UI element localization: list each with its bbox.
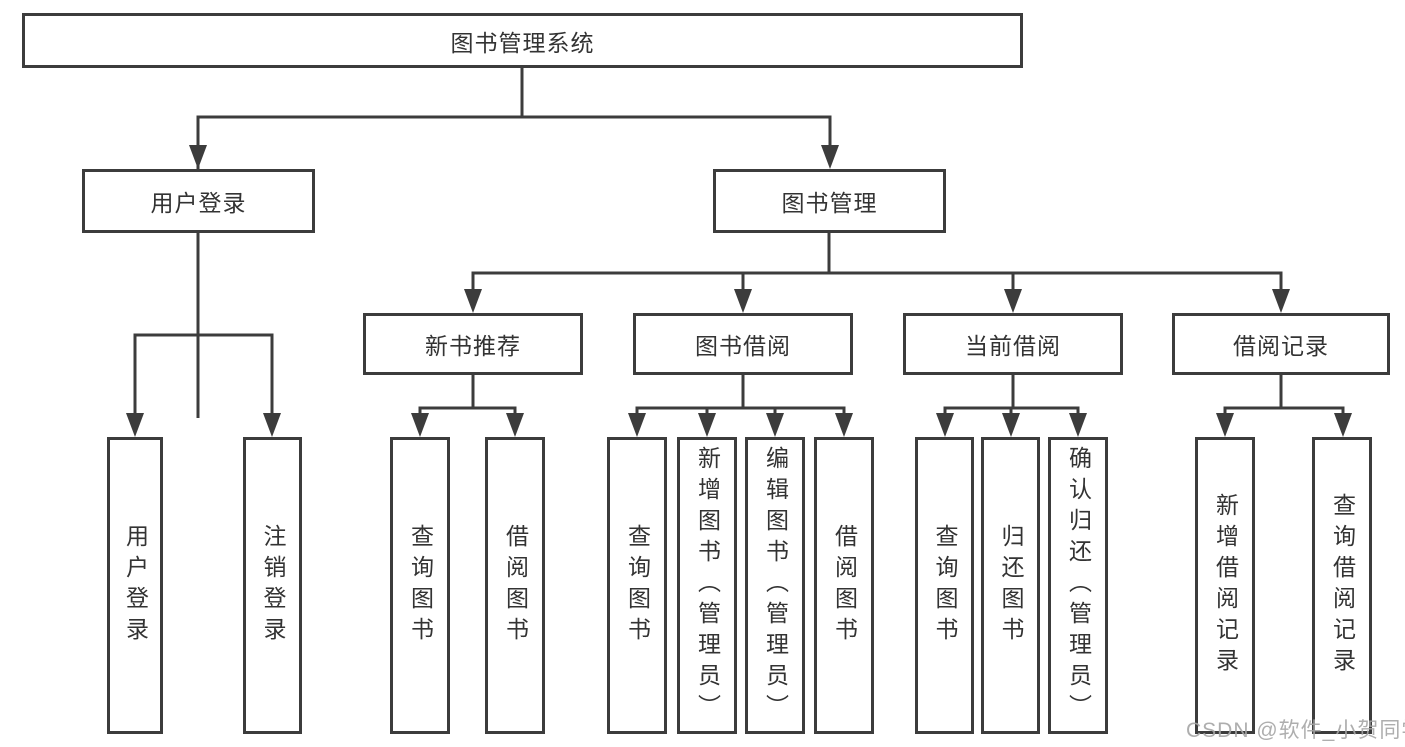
node-label: 查询图书 bbox=[624, 523, 651, 648]
leaf-cb-query-books: 查询图书 bbox=[915, 437, 974, 734]
arrowhead-down-icon bbox=[411, 413, 429, 437]
connector-bookborrow-to-leaves bbox=[628, 375, 853, 437]
arrowhead-down-icon bbox=[835, 413, 853, 437]
csdn-watermark: CSDN @软件_小贺同学 bbox=[1186, 719, 1405, 742]
node-label: 查询图书 bbox=[407, 523, 434, 648]
arrowhead-down-icon bbox=[628, 413, 646, 437]
connector-newbooks-to-leaves bbox=[411, 375, 524, 437]
connector-mgmt-to-level3 bbox=[464, 233, 1290, 313]
node-label: 新书推荐 bbox=[425, 333, 521, 359]
leaf-br-add-borrow-record: 新增借阅记录 bbox=[1195, 437, 1255, 734]
node-label: 借阅记录 bbox=[1233, 333, 1329, 359]
node-label: 查询图书 bbox=[932, 523, 958, 648]
node-label: 注销登录 bbox=[260, 523, 286, 648]
node-book-borrowing: 图书借阅 bbox=[633, 313, 853, 375]
leaf-nb-borrow-books: 借阅图书 bbox=[485, 437, 545, 734]
node-label: 新增图书（管理员） bbox=[694, 446, 721, 725]
node-label: 确认归还（管理员） bbox=[1065, 446, 1092, 725]
leaf-bb-add-books-admin: 新增图书（管理员） bbox=[677, 437, 737, 734]
node-label: 图书管理系统 bbox=[450, 29, 595, 56]
node-borrowing-records: 借阅记录 bbox=[1172, 313, 1390, 375]
node-label: 借阅图书 bbox=[502, 523, 529, 648]
arrowhead-down-icon bbox=[1069, 413, 1087, 437]
node-library-management-system: 图书管理系统 bbox=[22, 13, 1023, 68]
node-new-book-recommendation: 新书推荐 bbox=[363, 313, 583, 375]
node-label: 用户登录 bbox=[122, 523, 149, 648]
arrowhead-down-icon bbox=[464, 289, 482, 313]
leaf-bb-query-books: 查询图书 bbox=[607, 437, 667, 734]
arrowhead-down-icon bbox=[821, 145, 839, 169]
arrowhead-down-icon bbox=[1216, 413, 1234, 437]
node-label: 图书借阅 bbox=[695, 333, 791, 359]
arrowhead-down-icon bbox=[1004, 289, 1022, 313]
arrowhead-down-icon bbox=[766, 413, 784, 437]
arrowhead-down-icon bbox=[263, 413, 281, 437]
arrowhead-down-icon bbox=[506, 413, 524, 437]
leaf-cb-confirm-return-admin: 确认归还（管理员） bbox=[1048, 437, 1108, 734]
leaf-user-login: 用户登录 bbox=[107, 437, 163, 734]
leaf-logout: 注销登录 bbox=[243, 437, 302, 734]
arrowhead-down-icon bbox=[936, 413, 954, 437]
node-label: 编辑图书（管理员） bbox=[762, 446, 789, 725]
connector-records-to-leaves bbox=[1216, 375, 1352, 437]
connector-login-to-leaves bbox=[126, 233, 281, 437]
node-label: 新增借阅记录 bbox=[1212, 492, 1239, 679]
node-label: 用户登录 bbox=[150, 190, 247, 216]
arrowhead-down-icon bbox=[1272, 289, 1290, 313]
leaf-nb-query-books: 查询图书 bbox=[390, 437, 450, 734]
arrowhead-down-icon bbox=[189, 145, 207, 169]
node-label: 图书管理 bbox=[781, 190, 878, 216]
leaf-bb-edit-books-admin: 编辑图书（管理员） bbox=[745, 437, 805, 734]
arrowhead-down-icon bbox=[126, 413, 144, 437]
leaf-bb-borrow-books: 借阅图书 bbox=[814, 437, 874, 734]
leaf-br-query-borrow-record: 查询借阅记录 bbox=[1312, 437, 1372, 734]
node-label: 归还图书 bbox=[998, 523, 1024, 648]
node-current-borrowing: 当前借阅 bbox=[903, 313, 1123, 375]
arrowhead-down-icon bbox=[1002, 413, 1020, 437]
node-label: 借阅图书 bbox=[831, 523, 858, 648]
node-label: 查询借阅记录 bbox=[1329, 492, 1356, 679]
connector-currentborrow-to-leaves bbox=[936, 375, 1087, 437]
arrowhead-down-icon bbox=[734, 289, 752, 313]
leaf-cb-return-books: 归还图书 bbox=[981, 437, 1040, 734]
arrowhead-down-icon bbox=[1334, 413, 1352, 437]
arrowhead-down-icon bbox=[698, 413, 716, 437]
node-user-login: 用户登录 bbox=[82, 169, 315, 233]
node-label: 当前借阅 bbox=[965, 333, 1061, 359]
node-book-management: 图书管理 bbox=[713, 169, 946, 233]
